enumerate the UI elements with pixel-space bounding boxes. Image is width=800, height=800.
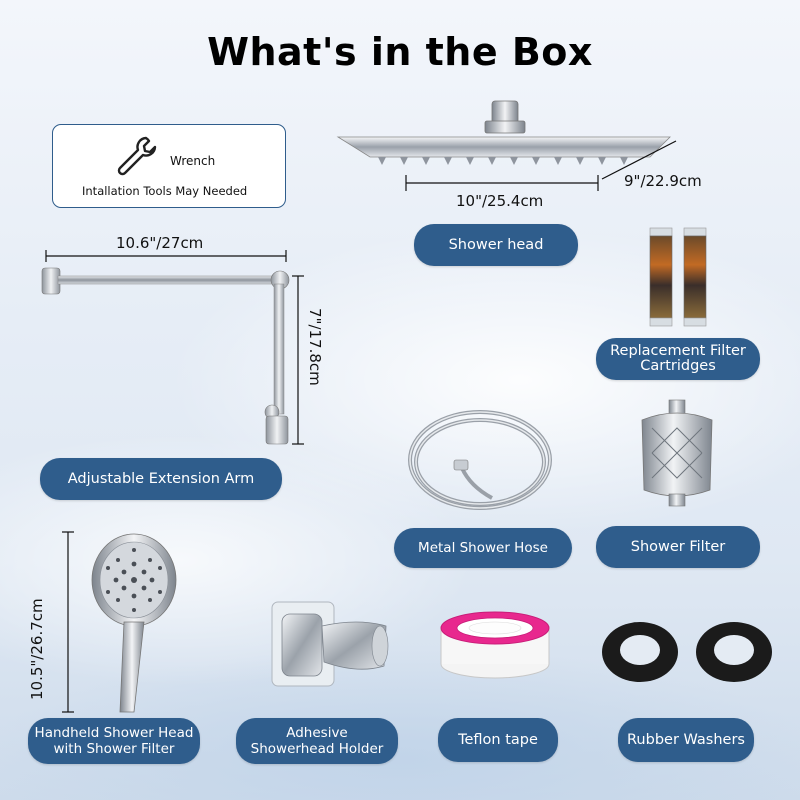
washers-label-text: Rubber Washers [627,731,745,748]
shower-head-width-label: 10"/25.4cm [456,192,544,210]
replacement-filter-label-line2: Cartridges [640,358,716,374]
filter-cartridges-image [649,227,707,327]
extension-arm-image [41,250,304,445]
adhesive-holder-image [271,601,389,687]
handheld-label-line1: Handheld Shower Head [34,725,194,741]
wrench-icon [117,136,157,176]
shower-head-label: Shower head [414,224,578,266]
arm-height-label: 7"/17.8cm [306,308,324,386]
handheld-label-line2: with Shower Filter [53,741,175,757]
metal-hose-label: Metal Shower Hose [394,528,572,568]
wrench-card [52,124,286,208]
rubber-washers-image [602,622,772,682]
page-title: What's in the Box [207,30,593,74]
shower-head-label-text: Shower head [448,236,544,253]
handheld-shower-head-image [62,531,177,713]
handheld-label: Handheld Shower Head with Shower Filter [28,718,200,764]
arm-length-label: 10.6"/27cm [116,234,204,252]
wrench-label: Wrench [170,154,216,168]
metal-hose-label-text: Metal Shower Hose [418,539,548,556]
metal-hose-image [408,410,552,510]
tools-note: Intallation Tools May Needed [82,184,248,198]
replacement-filter-label: Replacement Filter Cartridges [596,338,760,380]
washers-label: Rubber Washers [618,718,754,762]
extension-arm-label: Adjustable Extension Arm [40,458,282,500]
teflon-label: Teflon tape [438,718,558,762]
extension-arm-label-text: Adjustable Extension Arm [67,470,255,487]
handheld-length-label: 10.5"/26.7cm [28,598,46,700]
shower-filter-image [641,399,713,507]
shower-filter-label-text: Shower Filter [630,538,726,555]
rain-shower-head-image [336,100,677,191]
replacement-filter-label-line1: Replacement Filter [610,343,746,359]
holder-label-line1: Adhesive [286,725,348,741]
holder-label-line2: Showerhead Holder [250,741,384,757]
shower-head-depth-label: 9"/22.9cm [624,172,702,190]
holder-label: Adhesive Showerhead Holder [236,718,398,764]
shower-filter-label: Shower Filter [596,526,760,568]
teflon-label-text: Teflon tape [458,731,538,748]
teflon-tape-image [440,611,550,679]
